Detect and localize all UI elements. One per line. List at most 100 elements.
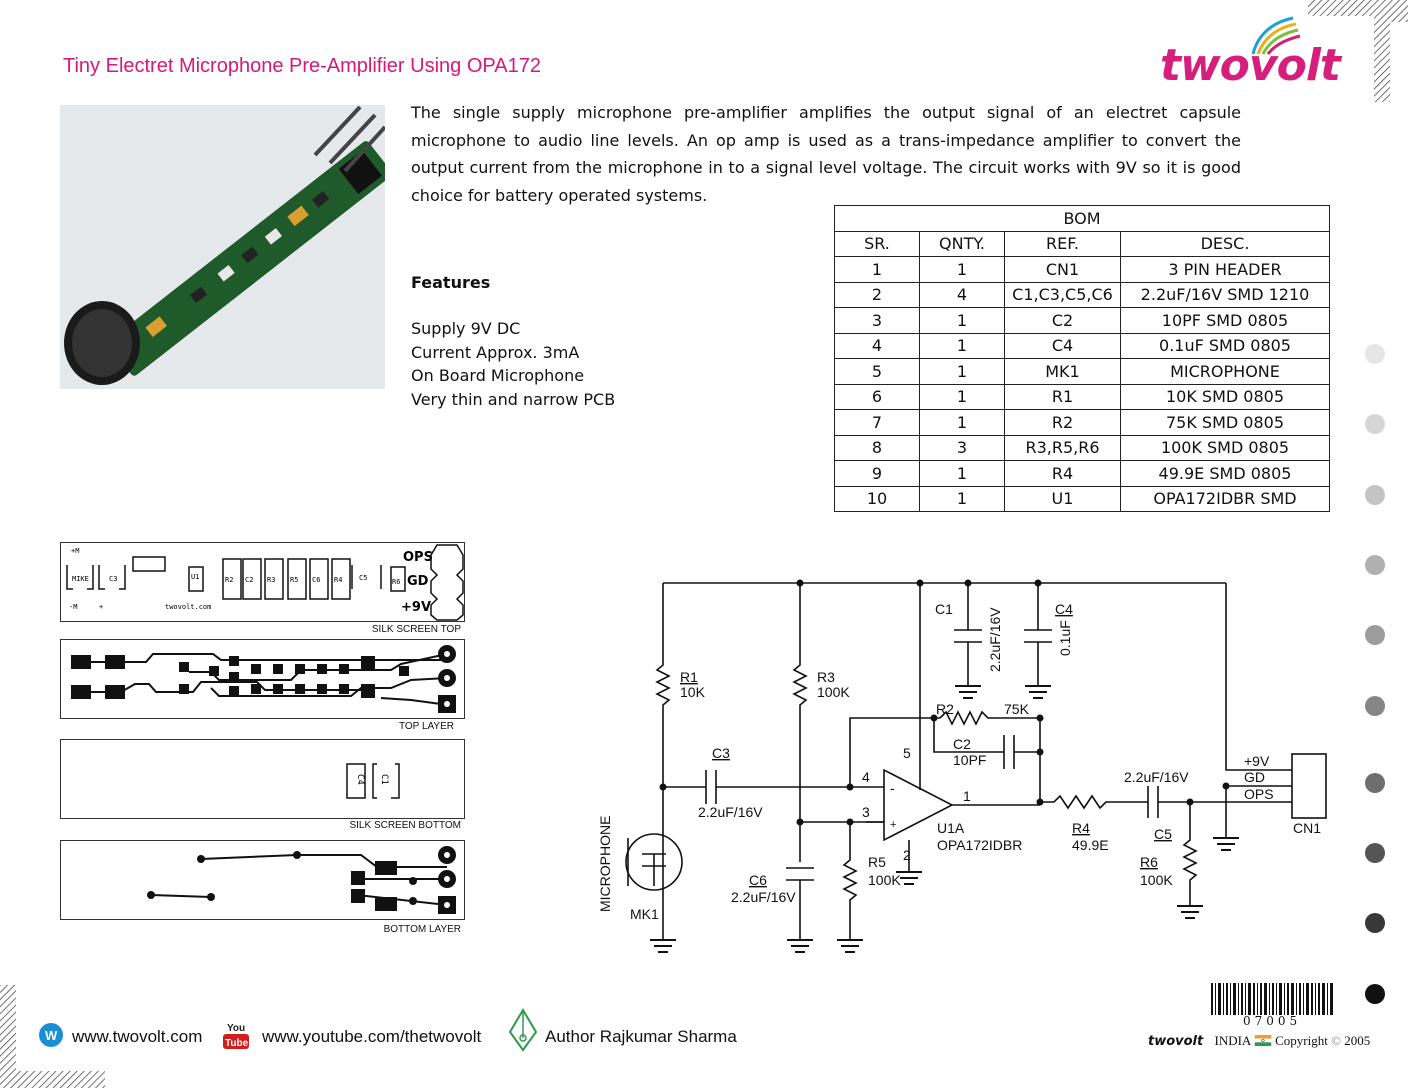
silk-mark-r5: R5 xyxy=(290,576,298,584)
youtube-icon-you: You xyxy=(227,1023,245,1034)
schem-label-mic: MICROPHONE xyxy=(597,816,613,912)
schem-label-minus: - xyxy=(890,780,895,796)
feature-item: On Board Microphone xyxy=(411,366,585,385)
pcb-bottom-layer xyxy=(60,840,465,920)
schem-label-plus: + xyxy=(890,819,896,831)
schem-label-ops: OPS xyxy=(1244,786,1274,802)
youtube-link[interactable]: www.youtube.com/thetwovolt xyxy=(262,1027,482,1046)
bom-cell: 10PF SMD 0805 xyxy=(1120,307,1330,334)
bom-cell: U1 xyxy=(1004,485,1121,512)
page-dot xyxy=(1365,696,1385,716)
schem-label-r1: R1 xyxy=(680,669,698,685)
bom-cell: 10K SMD 0805 xyxy=(1120,383,1330,410)
schem-label-c1-val: 2.2uF/16V xyxy=(987,607,1003,672)
bom-cell: R3,R5,R6 xyxy=(1004,434,1121,461)
copyright-year: 2005 xyxy=(1344,1033,1371,1048)
feature-item: Very thin and narrow PCB xyxy=(411,389,616,409)
page-dot xyxy=(1365,414,1385,434)
silk-mark-r3: R3 xyxy=(267,576,275,584)
schem-label-r3-val: 100K xyxy=(817,684,850,700)
bom-cell: C4 xyxy=(1004,332,1121,359)
schem-label-pin4: 4 xyxy=(862,769,870,785)
copyright-word: Copyright xyxy=(1275,1033,1328,1048)
copyright-brand: twovolt xyxy=(1148,1034,1204,1049)
schem-label-c4: C4 xyxy=(1055,601,1073,617)
bom-cell: 1 xyxy=(834,256,920,283)
india-flag-icon xyxy=(1254,1035,1272,1046)
pcb-silk-screen-top: +M MIKE -M + C3 U1 R2 C2 R3 R5 C6 R4 C5 … xyxy=(60,542,465,622)
bom-cell: OPA172IDBR SMD xyxy=(1120,485,1330,512)
silk-mark-9v: +9V xyxy=(401,600,431,615)
schem-label-pin2: 2 xyxy=(903,847,911,863)
silk-mark-r4: R4 xyxy=(334,576,342,584)
bom-cell: 1 xyxy=(919,307,1005,334)
product-photo xyxy=(60,105,385,389)
schem-label-u1a: U1A xyxy=(937,820,965,836)
schem-label-cn1: CN1 xyxy=(1293,820,1321,836)
bom-cell: MK1 xyxy=(1004,358,1121,385)
schem-label-r3: R3 xyxy=(817,669,835,685)
silk-mark-c1: C1 xyxy=(379,774,389,785)
features-list: Supply 9V DC Current Approx. 3mA On Boar… xyxy=(411,317,615,411)
bom-cell: 49.9E SMD 0805 xyxy=(1120,460,1330,487)
schem-label-r5-val: 100K xyxy=(868,872,901,888)
bom-header: QNTY. xyxy=(919,230,1005,257)
schem-label-c3: C3 xyxy=(712,745,730,761)
page-dot xyxy=(1365,773,1385,793)
pcb-silk-screen-bottom: C4 C1 xyxy=(60,739,465,819)
silk-mark-c5: C5 xyxy=(359,574,367,582)
silk-mark-c6: C6 xyxy=(312,576,320,584)
bom-header: DESC. xyxy=(1120,230,1330,257)
bom-cell: CN1 xyxy=(1004,256,1121,283)
silk-mark-mike: MIKE xyxy=(72,575,89,583)
page-dot xyxy=(1365,555,1385,575)
pcb-top-layer xyxy=(60,639,465,719)
silk-mark-c3: C3 xyxy=(109,575,117,583)
page-dot xyxy=(1365,913,1385,933)
logo-wordmark: twovolt xyxy=(1160,40,1341,91)
schem-label-gd: GD xyxy=(1244,769,1265,785)
schem-label-c2: C2 xyxy=(953,736,971,752)
features-heading: Features xyxy=(411,273,491,292)
schem-label-c5-val: 2.2uF/16V xyxy=(1124,769,1189,785)
schem-label-c4-val: 0.1uF xyxy=(1057,620,1073,656)
silk-mark-brand: twovolt.com xyxy=(165,603,211,611)
youtube-icon: You Tube xyxy=(223,1023,249,1049)
bom-header: REF. xyxy=(1004,230,1121,257)
silk-mark-r2: R2 xyxy=(225,576,233,584)
copyright-line: twovolt INDIA Copyright © 2005 xyxy=(1148,1033,1370,1049)
website-link[interactable]: www.twovolt.com xyxy=(72,1027,203,1046)
page-dot xyxy=(1365,984,1385,1004)
bom-cell: 2 xyxy=(834,281,920,308)
circuit-schematic: C1 2.2uF/16V C4 0.1uF R1 10K R3 100K R2 … xyxy=(597,579,1327,953)
schem-label-r4-val: 49.9E xyxy=(1072,837,1109,853)
twovolt-logo xyxy=(1251,16,1301,55)
youtube-icon-tube: Tube xyxy=(225,1038,249,1049)
bom-cell: 2.2uF/16V SMD 1210 xyxy=(1120,281,1330,308)
silk-mark-plus: + xyxy=(99,603,103,611)
pcb-bottom-layer-label: BOTTOM LAYER xyxy=(383,924,461,935)
pen-nib-icon xyxy=(508,1008,538,1052)
bom-cell: MICROPHONE xyxy=(1120,358,1330,385)
bom-cell: 1 xyxy=(919,409,1005,436)
copyright-country: INDIA xyxy=(1214,1033,1251,1048)
schem-label-r4: R4 xyxy=(1072,820,1090,836)
schem-label-u1a-val: OPA172IDBR xyxy=(937,837,1022,853)
schem-label-r2-val: 75K xyxy=(1004,701,1030,717)
schem-label-c2-val: 10PF xyxy=(953,752,986,768)
silk-mark-minus-m: -M xyxy=(69,603,77,611)
pcb-silk-top-label: SILK SCREEN TOP xyxy=(371,624,461,635)
schem-label-c6-val: 2.2uF/16V xyxy=(731,889,796,905)
bom-cell: 3 PIN HEADER xyxy=(1120,256,1330,283)
bom-cell: 5 xyxy=(834,358,920,385)
bom-title: BOM xyxy=(834,205,1330,232)
schem-label-c3-val: 2.2uF/16V xyxy=(698,804,763,820)
barcode-icon xyxy=(1211,983,1333,1015)
bom-cell: 3 xyxy=(919,434,1005,461)
